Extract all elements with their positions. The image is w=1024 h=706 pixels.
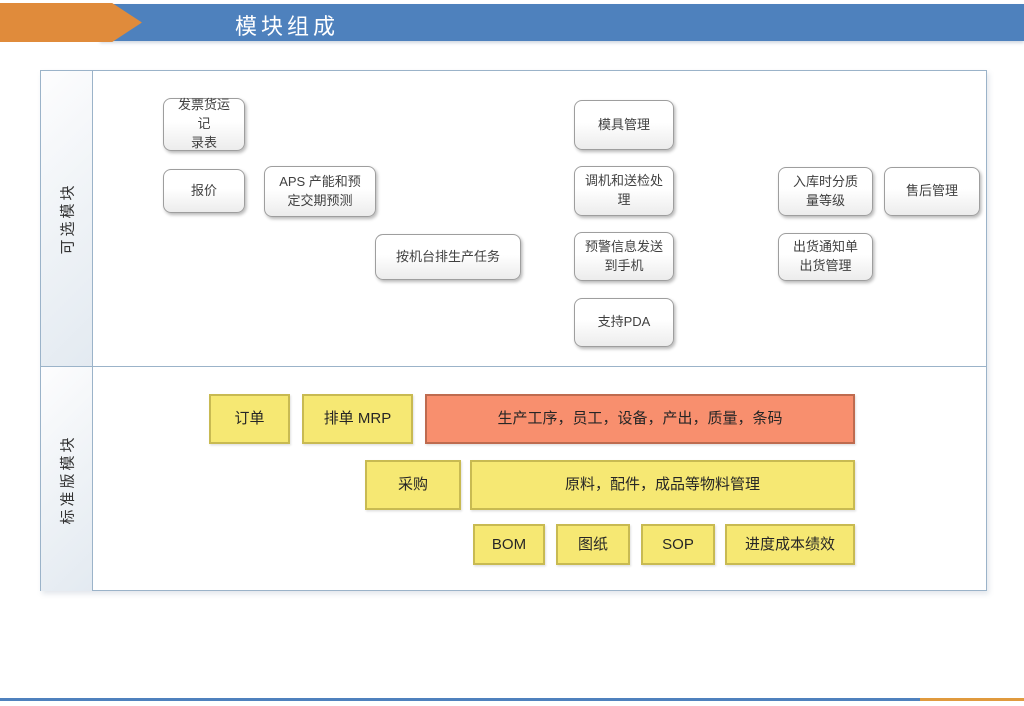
header-bar	[100, 4, 1024, 41]
section-label-optional-cell: 可选模块	[41, 71, 93, 366]
module-box-after-sales: 售后管理	[884, 167, 980, 216]
section-label-standard-cell: 标准版模块	[41, 367, 93, 591]
arrow-banner-icon	[0, 3, 142, 42]
module-box-drawings: 图纸	[556, 524, 630, 565]
module-box-purchasing: 采购	[365, 460, 461, 510]
module-box-pda-support: 支持PDA	[574, 298, 674, 347]
footer-rule-orange	[920, 698, 1024, 701]
module-box-production-core: 生产工序，员工，设备，产出，质量，条码	[425, 394, 855, 444]
module-box-machine-task-scheduling: 按机台排生产任务	[375, 234, 521, 280]
module-box-shipping-notice: 出货通知单 出货管理	[778, 233, 873, 281]
module-box-tuning-inspection: 调机和送检处 理	[574, 166, 674, 216]
module-box-mold-management: 模具管理	[574, 100, 674, 150]
section-label-standard: 标准版模块	[59, 433, 77, 525]
module-box-sop: SOP	[641, 524, 715, 565]
module-panel: 可选模块 标准版模块	[40, 70, 987, 591]
module-box-quotation: 报价	[163, 169, 245, 213]
module-box-inbound-quality-grading: 入库时分质 量等级	[778, 167, 873, 216]
module-box-aps-forecast: APS 产能和预 定交期预测	[264, 166, 376, 217]
footer-rule-blue	[0, 698, 920, 701]
module-box-progress-cost-kpi: 进度成本绩效	[725, 524, 855, 565]
module-box-invoice-shipping-record: 发票货运记 录表	[163, 97, 245, 151]
module-box-alert-to-phone: 预警信息发送 到手机	[574, 232, 674, 281]
page-title: 模块组成	[234, 14, 339, 39]
section-label-optional: 可选模块	[59, 182, 77, 255]
module-box-bom: BOM	[473, 524, 545, 565]
module-box-scheduling-mrp: 排单 MRP	[302, 394, 413, 444]
module-box-material-management: 原料，配件，成品等物料管理	[470, 460, 855, 510]
section-divider	[41, 366, 986, 367]
module-box-orders: 订单	[209, 394, 290, 444]
